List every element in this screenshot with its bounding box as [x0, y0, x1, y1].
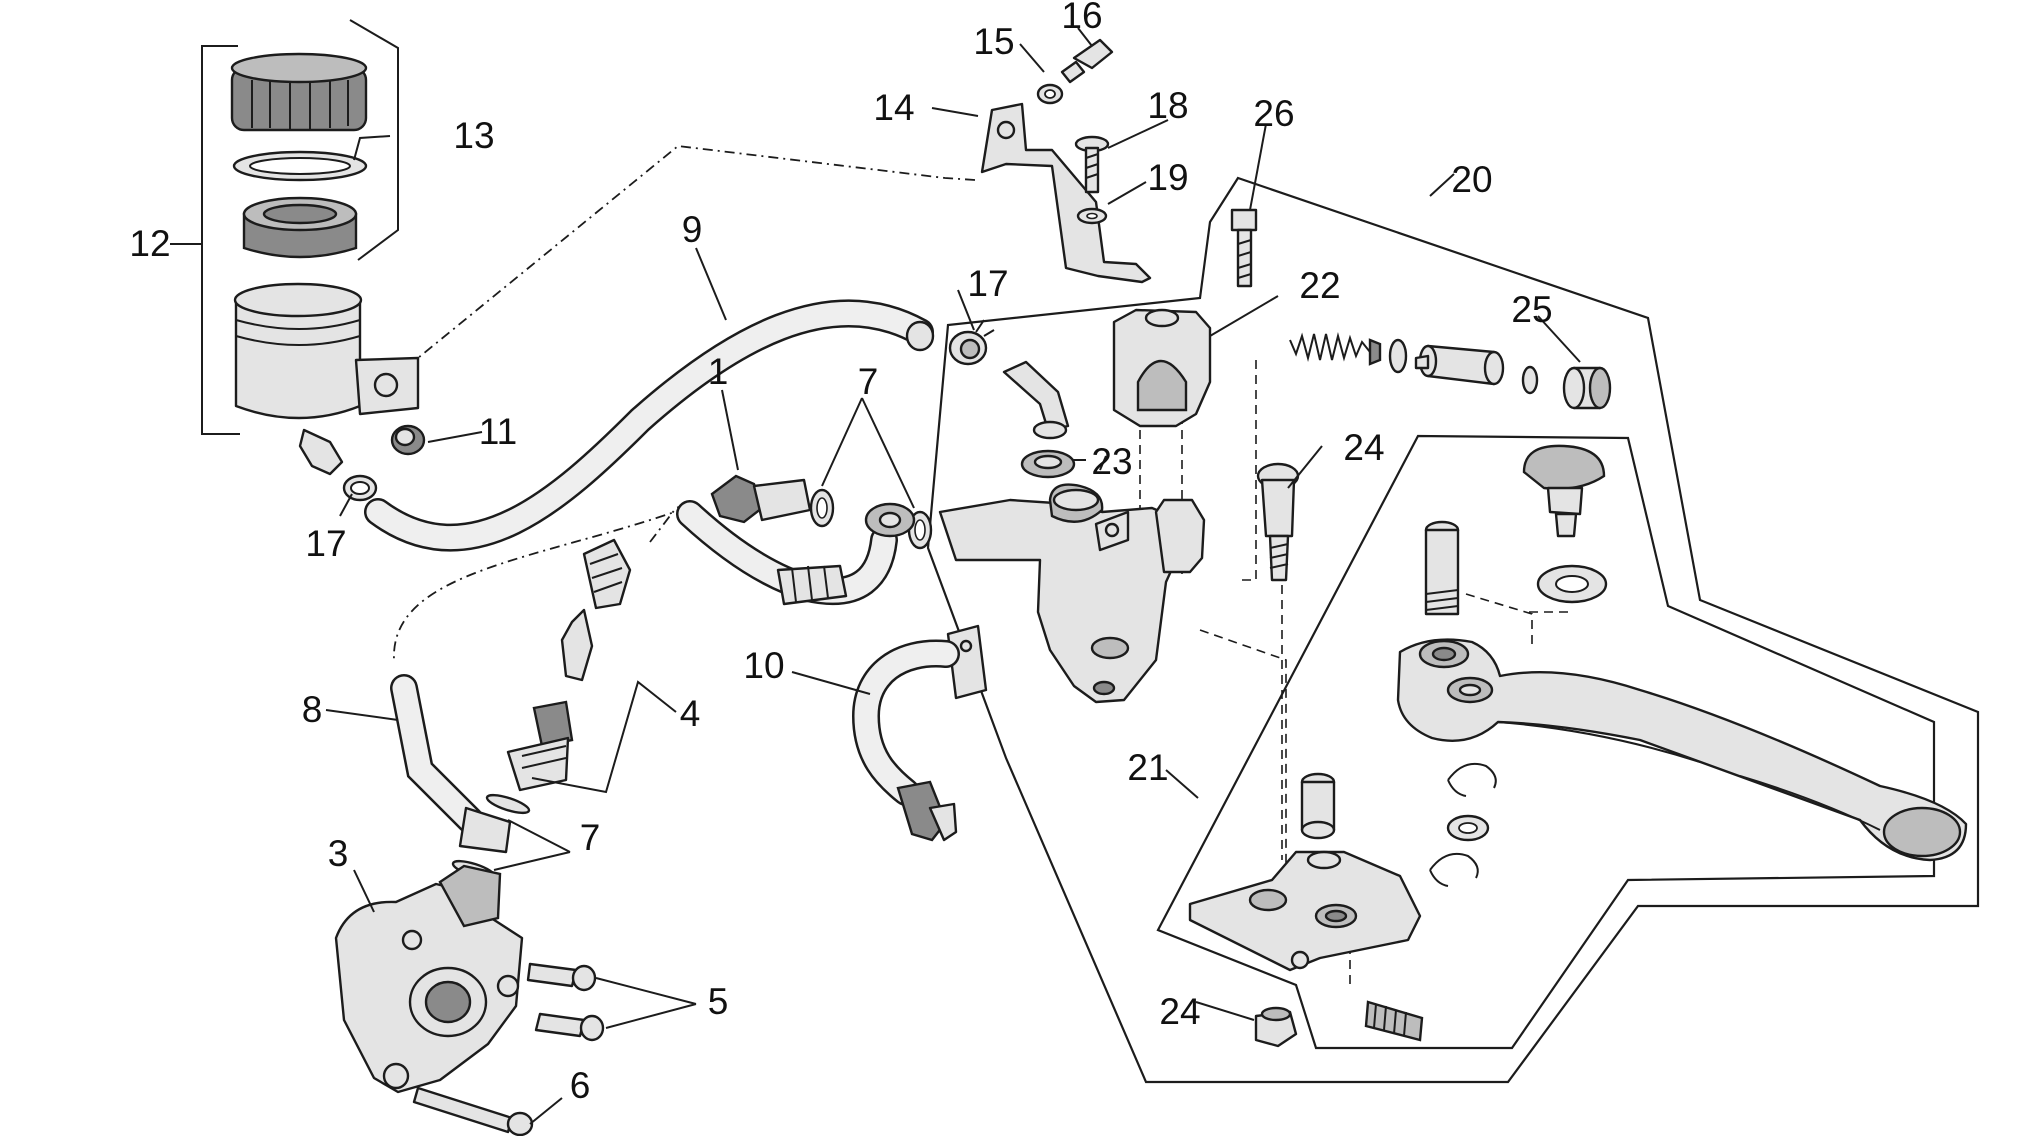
pivot-bolt-24 [1256, 462, 1300, 582]
hose-clamp-17-upper [948, 319, 995, 366]
callout-7-upper: 7 [858, 361, 879, 402]
copper-washer-7a [809, 488, 835, 528]
clutch-switch-10 [851, 624, 988, 842]
adjuster-pin [1424, 520, 1460, 616]
slave-bolt-5b [534, 1012, 605, 1042]
callout-17-upper: 17 [967, 263, 1008, 304]
banjo-elbow-23 [1002, 360, 1070, 440]
callout-25: 25 [1511, 289, 1552, 330]
reservoir-body [233, 282, 420, 476]
lever-pivot-block [1188, 850, 1422, 972]
assembly-frame-20 [926, 176, 1980, 1084]
bracket-12 [201, 45, 240, 435]
callout-7-lower: 7 [580, 817, 601, 858]
guide-bracket-to-reservoir [417, 145, 976, 359]
slave-pipe-8 [390, 674, 512, 854]
reservoir-diaphragm [242, 196, 358, 259]
bleeder-housing [506, 700, 574, 792]
callout-15: 15 [973, 21, 1014, 62]
master-cylinder-piston [1414, 344, 1505, 386]
handlebar-clamp-22 [1112, 308, 1212, 428]
screw-18 [1074, 135, 1110, 194]
callout-18: 18 [1147, 85, 1188, 126]
callouts: 1 3 4 5 6 7 7 8 9 10 11 12 13 14 15 16 1… [129, 0, 1552, 1106]
slave-bolt-6 [412, 1086, 534, 1136]
callout-13: 13 [453, 115, 494, 156]
bleeder-cap [582, 538, 632, 610]
callout-9: 9 [682, 209, 703, 250]
callout-22: 22 [1299, 265, 1340, 306]
copper-washer-7c [485, 793, 531, 815]
master-cylinder-spring [1289, 332, 1382, 366]
callout-8: 8 [302, 689, 323, 730]
callout-12: 12 [129, 223, 170, 264]
slave-cylinder-3 [334, 864, 524, 1094]
callout-4: 4 [680, 693, 701, 734]
banjo-seal-23 [1020, 449, 1076, 479]
lever-adjuster-knob [1522, 444, 1606, 538]
callout-3: 3 [328, 833, 349, 874]
slave-bolt-5a [526, 962, 597, 992]
reservoir-hose-9 [364, 299, 935, 552]
reservoir-cap-screw-11 [390, 424, 426, 456]
bracket-13 [349, 19, 399, 261]
lever-washer [1446, 814, 1490, 842]
callout-21: 21 [1127, 747, 1168, 788]
adjuster-spring [1364, 1000, 1424, 1042]
dust-cap-25 [1562, 366, 1612, 410]
callout-23: 23 [1091, 441, 1132, 482]
hose-clamp-17-lower [342, 474, 378, 502]
callout-1: 1 [708, 351, 729, 392]
mirror-bracket-14 [980, 102, 1152, 284]
callout-16: 16 [1061, 0, 1102, 36]
assembly-frame-21 [1156, 434, 1936, 1050]
guide-spring-line [1236, 360, 1257, 581]
guide-hose-loop [393, 507, 687, 661]
lever-circlip-upper [1447, 762, 1497, 797]
callout-24-lower: 24 [1159, 991, 1200, 1032]
reservoir-cap [230, 52, 368, 132]
piston-circlip [1521, 365, 1539, 395]
bolt-26 [1230, 208, 1258, 288]
piston-seal-ring [1388, 338, 1408, 374]
callout-14: 14 [873, 87, 914, 128]
bleeder-valve [560, 608, 594, 682]
washer-15 [1036, 83, 1064, 105]
adjuster-washer [1536, 564, 1608, 604]
leader-lines [170, 27, 1581, 1125]
reservoir-gasket [232, 150, 368, 182]
callout-5: 5 [708, 981, 729, 1022]
callout-17-lower: 17 [305, 523, 346, 564]
hose-fitting-1 [710, 474, 812, 524]
pivot-nut-24 [1254, 1006, 1298, 1048]
callout-10: 10 [743, 645, 784, 686]
lever-circlip-lower [1429, 852, 1479, 887]
callout-20: 20 [1451, 159, 1492, 200]
callout-11: 11 [479, 411, 517, 452]
washer-19 [1076, 207, 1108, 225]
clutch-lever [1396, 638, 1968, 862]
guide-lever-stack [1465, 593, 1533, 650]
callout-26: 26 [1253, 93, 1294, 134]
clutch-line-banjo [676, 500, 916, 606]
callout-19: 19 [1147, 157, 1188, 198]
guide-pivot-base [1199, 629, 1287, 880]
pivot-bushing [1300, 772, 1336, 840]
callout-6: 6 [570, 1065, 591, 1106]
master-cylinder-body [938, 483, 1206, 704]
screw-16 [1060, 38, 1114, 84]
callout-24-upper: 24 [1343, 427, 1384, 468]
